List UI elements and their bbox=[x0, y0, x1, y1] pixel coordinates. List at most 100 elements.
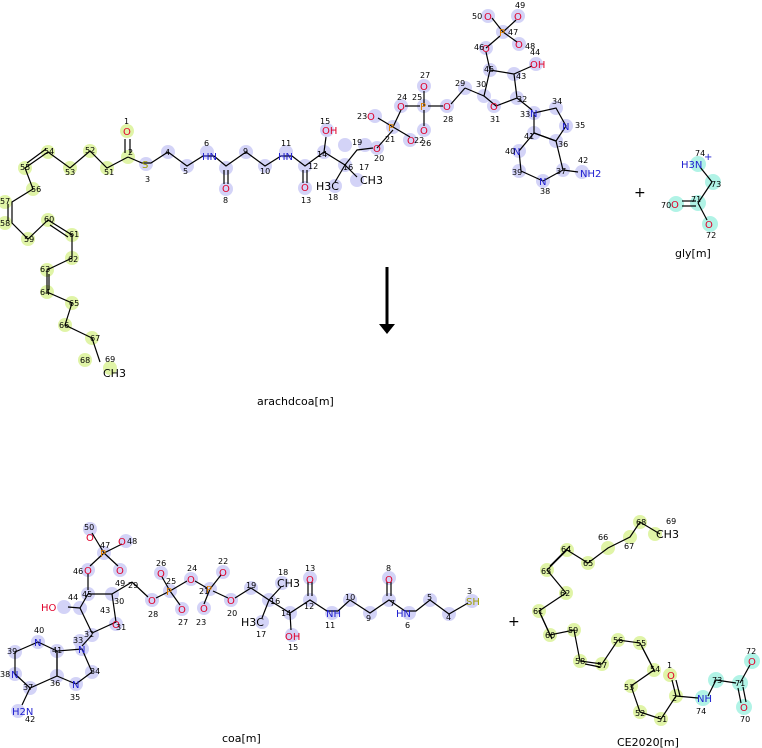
svg-text:P: P bbox=[166, 587, 172, 598]
svg-text:39: 39 bbox=[512, 168, 522, 177]
atom-nh2-42: NH2 bbox=[580, 169, 601, 180]
atom-n38: N bbox=[539, 177, 546, 188]
svg-text:59: 59 bbox=[568, 626, 578, 635]
svg-text:13: 13 bbox=[301, 196, 311, 205]
svg-text:9: 9 bbox=[366, 614, 371, 623]
svg-text:21: 21 bbox=[199, 587, 209, 596]
svg-text:30: 30 bbox=[114, 597, 124, 606]
atom-o24: O bbox=[397, 102, 405, 113]
atom-ch3-17: CH3 bbox=[360, 174, 383, 187]
svg-text:47: 47 bbox=[508, 28, 518, 37]
svg-text:14: 14 bbox=[281, 609, 291, 618]
svg-text:47: 47 bbox=[100, 541, 110, 550]
svg-text:65: 65 bbox=[69, 299, 79, 308]
molecule-coa bbox=[8, 522, 479, 718]
svg-text:18: 18 bbox=[328, 193, 338, 202]
svg-text:53: 53 bbox=[624, 683, 634, 692]
svg-text:N: N bbox=[11, 670, 18, 681]
adenine-6ring bbox=[518, 132, 564, 182]
svg-text:27: 27 bbox=[178, 618, 188, 627]
svg-text:N: N bbox=[78, 645, 85, 656]
svg-text:10: 10 bbox=[260, 167, 270, 176]
svg-text:38: 38 bbox=[540, 187, 550, 196]
svg-text:35: 35 bbox=[575, 121, 585, 130]
atom-p25: P bbox=[420, 102, 426, 113]
svg-text:P: P bbox=[206, 585, 212, 596]
atom-o72: O bbox=[705, 220, 713, 231]
atom-n11: HN bbox=[278, 152, 293, 163]
svg-text:O: O bbox=[178, 605, 186, 616]
svg-text:72: 72 bbox=[746, 647, 756, 656]
svg-text:71: 71 bbox=[735, 679, 745, 688]
svg-text:73: 73 bbox=[712, 676, 722, 685]
svg-text:28: 28 bbox=[148, 610, 158, 619]
svg-text:22: 22 bbox=[218, 557, 228, 566]
svg-text:O: O bbox=[84, 566, 92, 577]
atom-o23: O bbox=[367, 112, 375, 123]
svg-text:23: 23 bbox=[357, 112, 367, 121]
svg-text:5: 5 bbox=[183, 167, 188, 176]
svg-text:25: 25 bbox=[166, 577, 176, 586]
svg-text:57: 57 bbox=[597, 661, 607, 670]
svg-text:28: 28 bbox=[443, 115, 453, 124]
svg-text:O: O bbox=[306, 575, 314, 586]
svg-text:69: 69 bbox=[666, 517, 676, 526]
svg-text:38: 38 bbox=[0, 670, 10, 679]
svg-text:12: 12 bbox=[308, 162, 318, 171]
svg-text:52: 52 bbox=[635, 709, 645, 718]
atom-sh3-coa: SH bbox=[466, 597, 480, 608]
svg-text:20: 20 bbox=[227, 609, 237, 618]
svg-text:42: 42 bbox=[25, 715, 35, 724]
svg-text:27: 27 bbox=[420, 71, 430, 80]
atom-ch3-18-coa: CH3 bbox=[277, 577, 300, 590]
svg-text:58: 58 bbox=[0, 219, 10, 228]
svg-text:50: 50 bbox=[472, 12, 482, 21]
svg-text:20: 20 bbox=[374, 154, 384, 163]
atom-ho44-coa: HO bbox=[41, 603, 57, 614]
atom-o49: O bbox=[514, 12, 522, 23]
arachdcoa-label: arachdcoa[m] bbox=[257, 395, 334, 408]
svg-text:2: 2 bbox=[672, 694, 677, 703]
svg-text:60: 60 bbox=[545, 631, 555, 640]
svg-text:22: 22 bbox=[414, 136, 424, 145]
svg-text:48: 48 bbox=[525, 42, 535, 51]
svg-text:54: 54 bbox=[650, 665, 660, 674]
atom-h3c-17-coa: H3C bbox=[241, 616, 264, 629]
svg-text:64: 64 bbox=[561, 545, 571, 554]
atom-o48: O bbox=[515, 40, 523, 51]
svg-text:2: 2 bbox=[128, 148, 133, 157]
svg-text:4: 4 bbox=[165, 148, 170, 157]
coa-highlight bbox=[8, 522, 479, 718]
svg-text:3: 3 bbox=[467, 587, 472, 596]
atom-s3: S bbox=[142, 160, 148, 171]
svg-text:49: 49 bbox=[515, 1, 525, 10]
svg-text:41: 41 bbox=[52, 646, 62, 655]
svg-text:O: O bbox=[200, 604, 208, 615]
svg-text:43: 43 bbox=[100, 606, 110, 615]
svg-text:NH: NH bbox=[697, 694, 712, 705]
atom-n6: HN bbox=[202, 152, 217, 163]
atom-o70: O bbox=[671, 200, 679, 211]
fatty-acyl-highlight bbox=[0, 124, 135, 375]
svg-text:30: 30 bbox=[476, 80, 486, 89]
svg-text:72: 72 bbox=[706, 231, 716, 240]
svg-text:O: O bbox=[227, 596, 235, 607]
svg-text:19: 19 bbox=[352, 138, 362, 147]
svg-text:29: 29 bbox=[455, 79, 465, 88]
svg-text:O: O bbox=[148, 596, 156, 607]
svg-text:8: 8 bbox=[223, 196, 228, 205]
svg-text:25: 25 bbox=[412, 93, 422, 102]
svg-text:6: 6 bbox=[405, 621, 410, 630]
atom-ch3-69-ce: CH3 bbox=[656, 528, 679, 541]
svg-text:40: 40 bbox=[505, 147, 515, 156]
svg-text:17: 17 bbox=[359, 163, 369, 172]
atom-oh15: OH bbox=[322, 126, 337, 137]
gly-label: gly[m] bbox=[675, 247, 711, 260]
svg-text:71: 71 bbox=[691, 195, 701, 204]
svg-text:O: O bbox=[118, 537, 126, 548]
svg-text:61: 61 bbox=[533, 607, 543, 616]
svg-text:11: 11 bbox=[281, 139, 291, 148]
svg-text:8: 8 bbox=[386, 564, 391, 573]
atom-o22: O bbox=[407, 136, 415, 147]
svg-text:33: 33 bbox=[520, 110, 530, 119]
